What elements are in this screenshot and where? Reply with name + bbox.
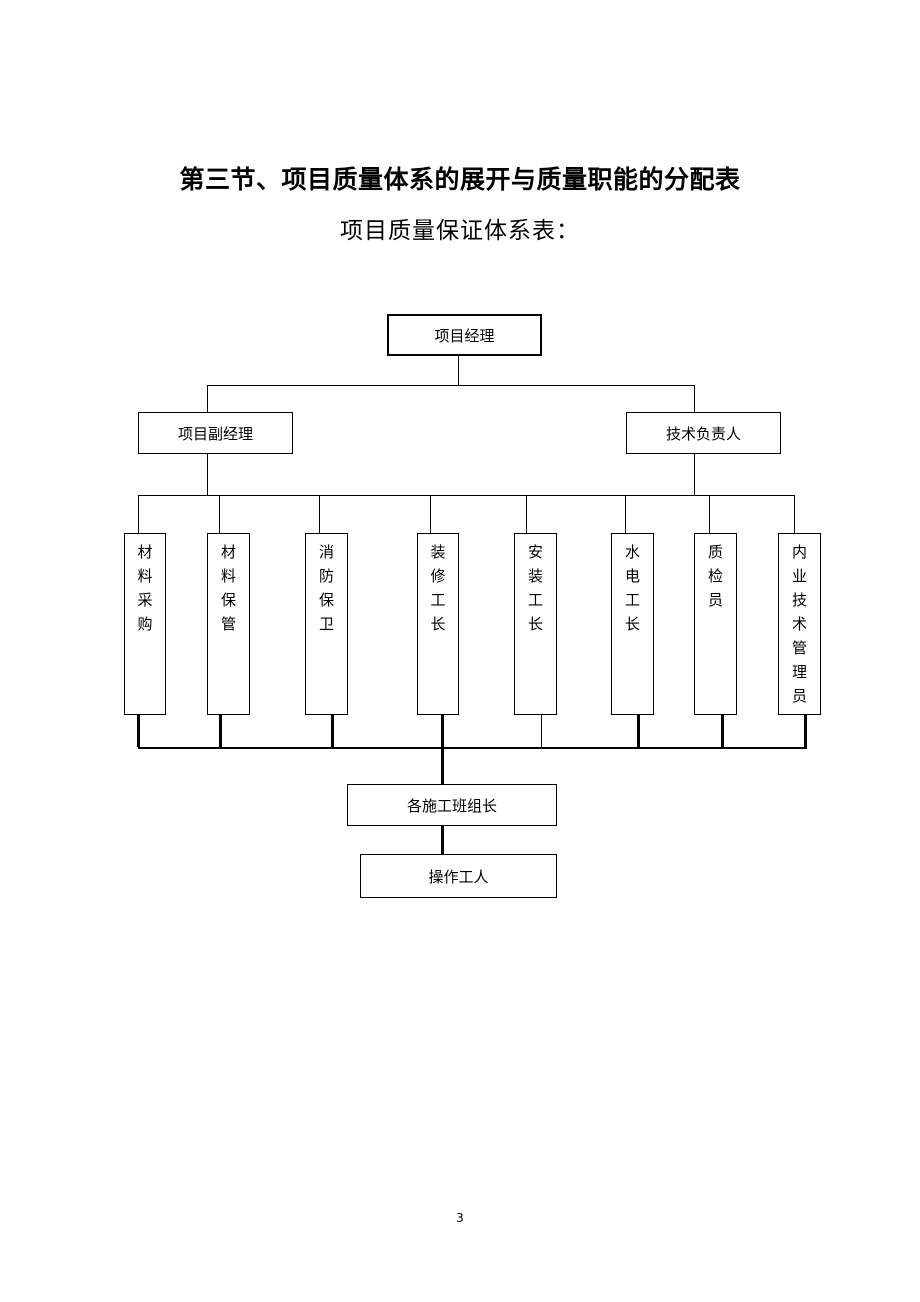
connector-dept-7-down <box>721 714 724 747</box>
department-box: 装修工长 <box>417 533 459 715</box>
connector-dept-8-up <box>794 495 795 533</box>
connector-dept-1-down <box>137 714 140 747</box>
connector-to-deputy <box>207 385 208 413</box>
connector-to-workers <box>441 826 444 854</box>
department-box: 质检员 <box>694 533 737 715</box>
connector-top-down <box>458 355 459 386</box>
connector-department-bar <box>138 495 795 496</box>
connector-dept-1-up <box>138 495 139 533</box>
section-title: 第三节、项目质量体系的展开与质量职能的分配表 <box>179 165 741 194</box>
connector-dept-3-up <box>319 495 320 533</box>
deputy-manager-box: 项目副经理 <box>138 412 293 454</box>
connector-dept-2-up <box>219 495 220 533</box>
page-number: 3 <box>456 1211 464 1225</box>
technical-lead-box: 技术负责人 <box>626 412 781 454</box>
department-box: 水电工长 <box>611 533 654 715</box>
department-label: 材料采购 <box>137 543 153 633</box>
connector-dept-8-down <box>804 714 807 747</box>
workers-label: 操作工人 <box>428 867 489 886</box>
department-label: 材料保管 <box>220 543 236 633</box>
department-box: 内业技术管理员 <box>778 533 821 715</box>
connector-tech-lead-down <box>694 453 695 496</box>
connector-dept-6-up <box>625 495 626 533</box>
technical-lead-label: 技术负责人 <box>665 424 741 443</box>
connector-second-bar <box>207 385 695 386</box>
connector-to-tech-lead <box>694 385 695 413</box>
department-box: 材料采购 <box>124 533 166 715</box>
workers-box: 操作工人 <box>360 854 557 898</box>
connector-dept-5-down <box>541 714 542 747</box>
department-label: 消防保卫 <box>318 543 334 633</box>
connector-dept-3-down <box>331 714 334 747</box>
connector-bottom-bar <box>138 747 807 749</box>
connector-to-team-leaders <box>441 747 444 784</box>
connector-dept-2-down <box>219 714 222 747</box>
department-label: 安装工长 <box>527 543 543 633</box>
diagram-title: 项目质量保证体系表： <box>340 218 580 244</box>
deputy-manager-label: 项目副经理 <box>177 424 253 443</box>
department-label: 内业技术管理员 <box>791 543 807 705</box>
project-manager-label: 项目经理 <box>434 326 495 345</box>
department-box: 消防保卫 <box>305 533 348 715</box>
connector-dept-4-up <box>430 495 431 533</box>
department-label: 装修工长 <box>430 543 446 633</box>
connector-deputy-down <box>207 453 208 496</box>
department-label: 水电工长 <box>624 543 640 633</box>
team-leaders-box: 各施工班组长 <box>347 784 557 826</box>
department-box: 安装工长 <box>514 533 557 715</box>
connector-dept-5-up <box>526 495 527 533</box>
project-manager-box: 项目经理 <box>387 314 542 356</box>
connector-dept-7-up <box>709 495 710 533</box>
team-leaders-label: 各施工班组长 <box>406 796 497 815</box>
department-label: 质检员 <box>707 543 723 609</box>
connector-dept-6-down <box>637 714 640 747</box>
department-box: 材料保管 <box>207 533 250 715</box>
connector-dept-4-down <box>441 714 444 747</box>
